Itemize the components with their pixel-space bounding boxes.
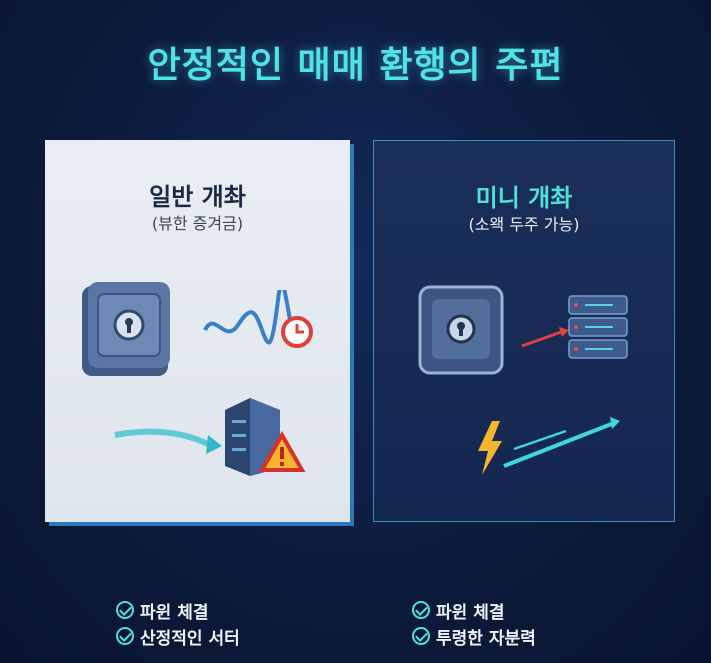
card-title: 일반 개촤 [149,183,246,211]
standard-account-features: 파윈 체결 산정적인 서터 [116,597,240,649]
page-title: 안정적인 매매 환행의 주편 [147,45,564,86]
card-subtitle: (뷰한 증겨금) [151,214,244,233]
fast-server-icon [521,295,628,359]
latency-wave-icon [203,290,313,348]
mini-account-card: 미니 개촤 (소왝 두주 가능) [373,140,675,522]
feature-label: 투령한 자분력 [436,628,536,649]
feature-label: 파윈 체결 [140,602,209,623]
lightning-speed-icon [478,417,620,475]
slow-server-warning-icon [114,398,306,476]
safe-icon [82,282,170,376]
check-circle-icon [116,601,134,619]
feature-item: 파윈 체결 [116,597,240,623]
check-circle-icon [412,601,430,619]
check-circle-icon [116,627,134,645]
card-title: 미니 개촤 [475,184,573,212]
card-subtitle: (소왝 두주 가능) [468,215,580,234]
feature-label: 산정적인 서터 [140,628,240,649]
safe-icon [418,285,504,375]
mini-account-features: 파윈 체결 투령한 자분력 [412,597,536,649]
standard-account-card: 일반 개촤 (뷰한 증겨금) [45,140,350,522]
feature-item: 파윈 체결 [412,597,536,623]
feature-item: 산정적인 서터 [116,623,240,649]
check-circle-icon [412,627,430,645]
feature-label: 파윈 체결 [436,602,505,623]
feature-item: 투령한 자분력 [412,623,536,649]
